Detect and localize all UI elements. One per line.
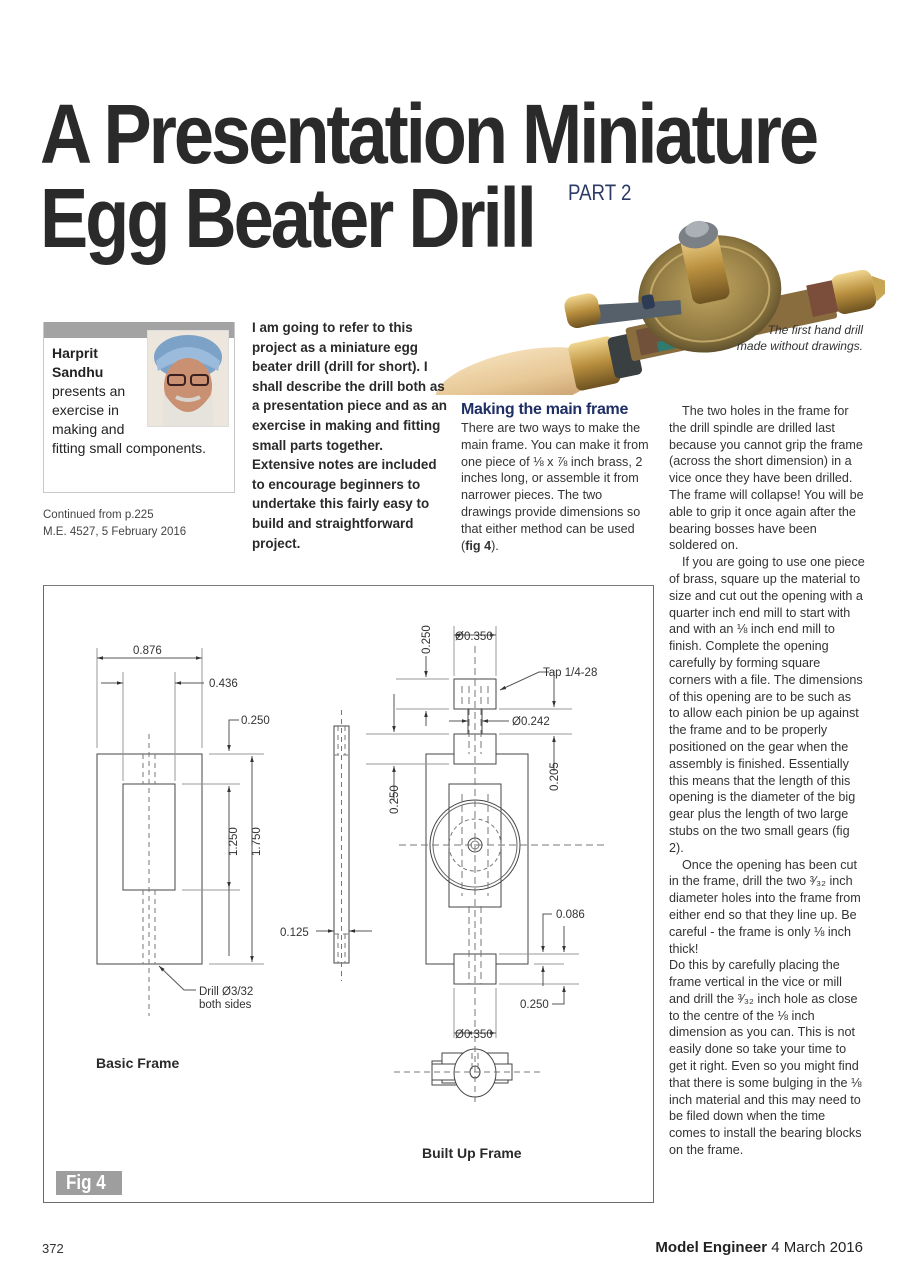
dim-boss-height-top: 0.250 <box>421 625 433 654</box>
dim-tap: Tap 1/4-28 <box>543 667 597 679</box>
continued-note: Continued from p.225 M.E. 4527, 5 Februa… <box>43 507 186 541</box>
footer-publication: Model Engineer 4 March 2016 <box>655 1239 863 1256</box>
photo-caption: The first hand drill made without drawin… <box>737 322 863 354</box>
para-text: There are two ways to make the main fram… <box>461 421 649 553</box>
author-desc-line: presents an <box>52 383 126 399</box>
technical-drawing: 0.876 0.436 0.250 1.250 1.750 0.125 Dril… <box>96 625 604 1106</box>
drill-note-1: Drill Ø3/32 <box>199 986 253 998</box>
body-paragraph: Once the opening has been cut in the fra… <box>669 857 861 956</box>
issue-date: 4 March 2016 <box>771 1239 863 1256</box>
page-number: 372 <box>42 1241 64 1256</box>
author-byline: Harprit Sandhu presents an exercise in m… <box>52 344 227 458</box>
body-column-3: The two holes in the frame for the drill… <box>669 403 865 1159</box>
body-paragraph: Do this by carefully placing the frame v… <box>669 958 862 1158</box>
drill-note-2: both sides <box>199 999 252 1011</box>
drill-photo <box>435 220 885 395</box>
dim-overall-width: 0.876 <box>133 645 162 657</box>
dim-neck-length: 0.205 <box>549 762 561 791</box>
author-desc-line: making and <box>52 421 125 437</box>
intro-paragraph: I am going to refer to this project as a… <box>252 320 447 551</box>
previous-issue-ref: M.E. 4527, 5 February 2016 <box>43 526 187 538</box>
dim-opening-width: 0.436 <box>209 678 238 690</box>
figure-4-drawing: 0.876 0.436 0.250 1.250 1.750 0.125 Dril… <box>43 585 654 1203</box>
author-box: Harprit Sandhu presents an exercise in m… <box>43 322 235 493</box>
fig-reference: fig 4 <box>465 538 492 553</box>
built-up-frame-title: Built Up Frame <box>422 1145 522 1161</box>
dim-neck-dia: Ø0.242 <box>512 716 550 728</box>
dim-boss-dia-top: Ø0.350 <box>455 631 493 643</box>
author-name-line-2: Sandhu <box>52 364 104 380</box>
dim-opening-length: 1.250 <box>228 827 240 856</box>
dim-thickness: 0.125 <box>280 927 309 939</box>
figure-label: Fig 4 <box>56 1171 122 1195</box>
figure-label-text: Fig 4 <box>66 1172 106 1194</box>
section-heading: Making the main frame <box>461 401 629 418</box>
dim-boss-dia-bottom: Ø0.350 <box>455 1029 493 1041</box>
dim-lower-boss-height: 0.250 <box>520 999 549 1011</box>
basic-frame-title: Basic Frame <box>96 1055 180 1071</box>
article-title-line-2: Egg Beater Drill <box>40 171 537 265</box>
dim-side-offset: 0.250 <box>389 785 401 814</box>
continued-from: Continued from p.225 <box>43 509 154 521</box>
para-text-end: ). <box>491 538 499 553</box>
dim-overall-length: 1.750 <box>251 827 263 856</box>
body-paragraph: If you are going to use one piece of bra… <box>669 555 865 855</box>
section-making-main-frame: Making the main frame There are two ways… <box>461 400 653 554</box>
dim-top-margin: 0.250 <box>241 715 270 727</box>
body-paragraph: The two holes in the frame for the drill… <box>669 404 864 553</box>
magazine-name: Model Engineer <box>655 1239 768 1256</box>
article-title-line-1: A Presentation Miniature <box>40 87 819 181</box>
dim-lower-step: 0.086 <box>556 909 585 921</box>
author-desc-line: exercise in <box>52 402 119 418</box>
author-avatar <box>147 330 229 427</box>
photo-caption-line-1: The first hand drill <box>767 323 863 337</box>
part-label: PART 2 <box>568 180 632 205</box>
author-name-line-1: Harprit <box>52 345 98 361</box>
section-paragraph: There are two ways to make the main fram… <box>461 420 653 554</box>
photo-caption-line-2: made without drawings. <box>736 339 863 353</box>
author-desc-line: fitting small components. <box>52 440 207 456</box>
